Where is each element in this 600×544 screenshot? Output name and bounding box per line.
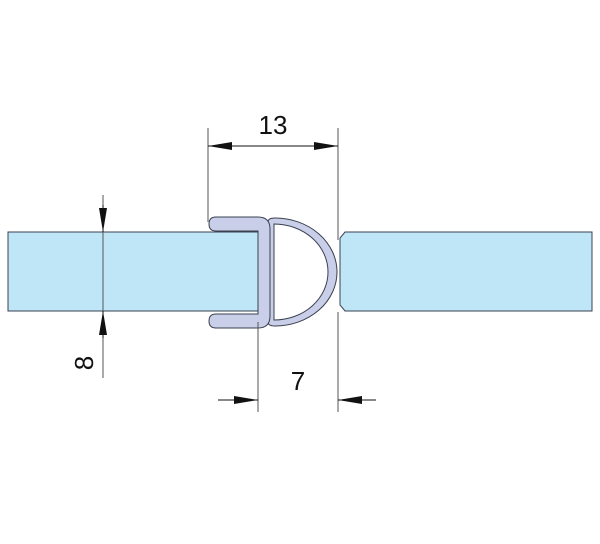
seal-u-channel xyxy=(208,216,271,329)
dimension-label-8: 8 xyxy=(69,356,99,370)
dimension-label-7: 7 xyxy=(291,366,305,396)
left-glass-panel xyxy=(7,231,261,312)
seal-bulb xyxy=(267,217,338,327)
dimension-label-13: 13 xyxy=(259,110,288,140)
right-glass-panel xyxy=(339,231,593,312)
